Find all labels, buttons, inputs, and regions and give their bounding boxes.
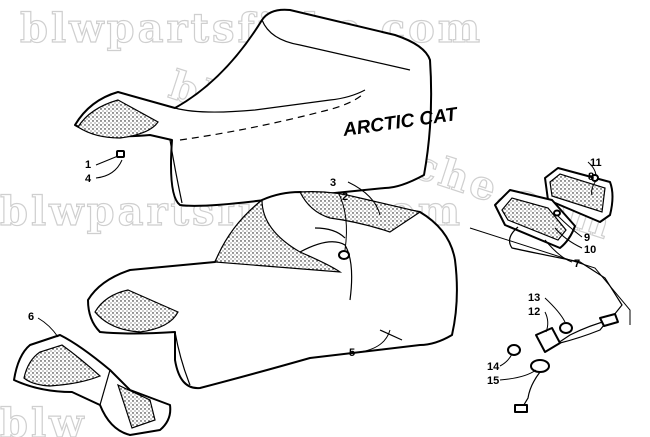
switch-washer [559,322,573,334]
switch-bracket [535,327,561,353]
tail-light-wire-harness [508,226,623,346]
callout-11: 11 [590,157,602,169]
callout-8: 8 [588,171,594,183]
callout-4: 4 [85,173,92,185]
brake-switch-parts [507,313,619,413]
callout-5: 5 [349,347,355,359]
lower-seat-assembly [87,191,458,390]
switch-connector [514,404,528,413]
callout-3: 3 [330,177,336,189]
callout-13: 13 [528,292,540,304]
lower-seat-reflector-pocket [94,289,179,333]
callout-9: 9 [584,232,590,244]
tail-light-screw [553,209,561,217]
watermark-text: blw [0,400,87,437]
callout-6: 6 [28,311,34,323]
switch-body [530,359,550,373]
callout-labels: 1 4 3 2 5 6 7 8 9 10 11 12 13 14 15 [28,157,602,387]
seat-side-panel-6 [13,334,172,436]
lower-seat-side-panel [299,191,422,233]
upper-seat-assembly: ARCTIC CAT [74,8,460,207]
upper-seat-rivet [116,150,125,158]
switch-nut [507,344,521,356]
callout-15: 15 [487,375,499,387]
upper-seat-reflector-pocket [77,99,159,139]
callout-10: 10 [584,244,596,256]
callout-14: 14 [487,361,500,373]
callout-1: 1 [85,159,91,171]
callout-2: 2 [342,191,348,203]
callout-12: 12 [528,306,540,318]
upper-seat-cover [74,8,433,207]
lower-seat-grommet [338,250,350,260]
callout-7: 7 [574,258,580,270]
leader-lines [37,155,599,381]
